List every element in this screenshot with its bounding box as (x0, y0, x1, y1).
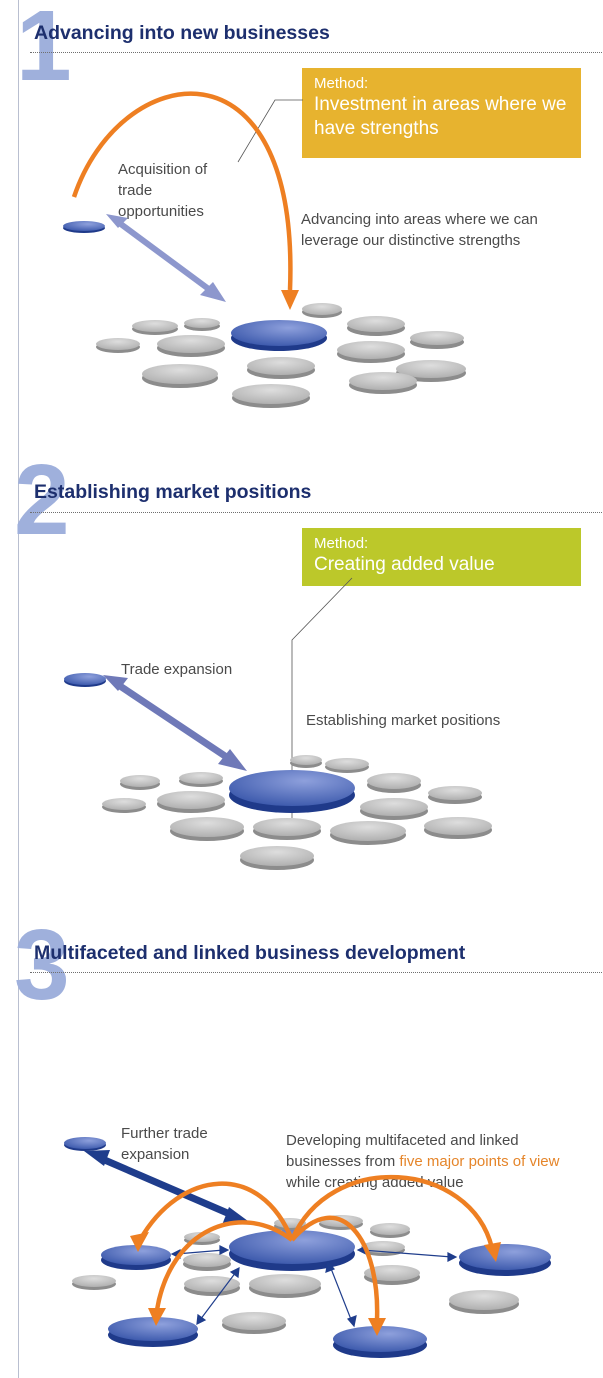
gray-disc (184, 1276, 240, 1296)
dotted-divider (30, 52, 602, 53)
gray-disc (449, 1290, 519, 1314)
gray-disc (428, 786, 482, 804)
blue-disc (101, 1245, 171, 1270)
gray-disc (102, 798, 146, 813)
dotted-divider (30, 972, 602, 973)
gray-disc (184, 318, 220, 331)
gray-disc (142, 364, 218, 388)
blue-disc (459, 1244, 551, 1276)
gray-disc (364, 1265, 420, 1285)
leader-line (237, 99, 303, 163)
section-number: 3 (14, 909, 70, 1021)
gray-disc (247, 357, 315, 379)
gray-disc (349, 372, 417, 394)
gray-disc (120, 775, 160, 790)
gray-disc (179, 772, 223, 787)
orange-arrowheads (130, 1232, 501, 1336)
gray-disc (183, 1253, 231, 1271)
diagram-1 (63, 91, 466, 408)
page-frame (18, 0, 603, 1378)
gray-disc (367, 773, 421, 793)
method-text: Creating added value (314, 554, 495, 575)
gray-disc (132, 320, 178, 335)
gray-disc (330, 821, 406, 845)
blue-disc (108, 1317, 198, 1347)
gray-disc (96, 338, 140, 353)
gray-disc (290, 755, 322, 768)
method-box: Method: Investment in areas where we hav… (302, 68, 581, 158)
dotted-divider (30, 512, 602, 513)
method-label: Method: (314, 535, 369, 552)
gray-disc (222, 1312, 286, 1334)
orange-arcs (138, 1174, 495, 1321)
gray-disc (370, 1223, 410, 1238)
diagram-2 (64, 577, 492, 870)
gray-disc (232, 384, 310, 408)
orange-arc-arrow (71, 91, 299, 310)
double-arrow (106, 214, 226, 302)
left-caption: Acquisition of trade opportunities (118, 161, 208, 220)
left-caption: Trade expansion (121, 661, 233, 678)
blue-disc-target (231, 320, 327, 351)
gray-disc (253, 818, 321, 840)
blue-disc-center (229, 1230, 355, 1271)
caption-text: Developing multifaceted and linked busin… (286, 1132, 519, 1170)
right-caption: Developing multifaceted and linked busin… (286, 1130, 586, 1193)
right-caption: Establishing market positions (306, 712, 501, 729)
double-arrow (84, 1150, 252, 1225)
section-number: 1 (16, 0, 72, 102)
method-text: Investment in areas where we have streng… (314, 94, 567, 139)
blue-disc-small (64, 673, 106, 687)
section-title: Multifaceted and linked business develop… (34, 942, 466, 964)
blue-disc-small (64, 1137, 106, 1151)
gray-disc (157, 335, 225, 357)
link-arrows (170, 1245, 458, 1328)
method-box: Method: Creating added value (302, 528, 581, 586)
gray-disc (72, 1275, 116, 1290)
gray-disc (157, 791, 225, 813)
gray-disc (424, 817, 492, 839)
gray-disc (302, 303, 342, 318)
gray-disc (360, 798, 428, 820)
blue-disc-small (63, 221, 105, 233)
left-caption: Further trade expansion (121, 1125, 208, 1163)
gray-disc (337, 341, 405, 363)
gray-disc (410, 331, 464, 349)
section-title: Advancing into new businesses (34, 22, 330, 44)
blue-disc (333, 1326, 427, 1358)
section-number: 2 (14, 444, 70, 556)
blue-disc-target (229, 770, 355, 813)
caption-highlight: five major points of view (399, 1153, 560, 1170)
section-title: Establishing market positions (34, 481, 312, 503)
double-arrow (103, 675, 247, 771)
gray-disc (347, 316, 405, 336)
gray-disc (249, 1274, 321, 1298)
gray-disc (325, 758, 369, 773)
gray-disc (170, 817, 244, 841)
gray-disc (240, 846, 314, 870)
right-caption: Advancing into areas where we can levera… (301, 211, 538, 249)
method-label: Method: (314, 75, 369, 92)
